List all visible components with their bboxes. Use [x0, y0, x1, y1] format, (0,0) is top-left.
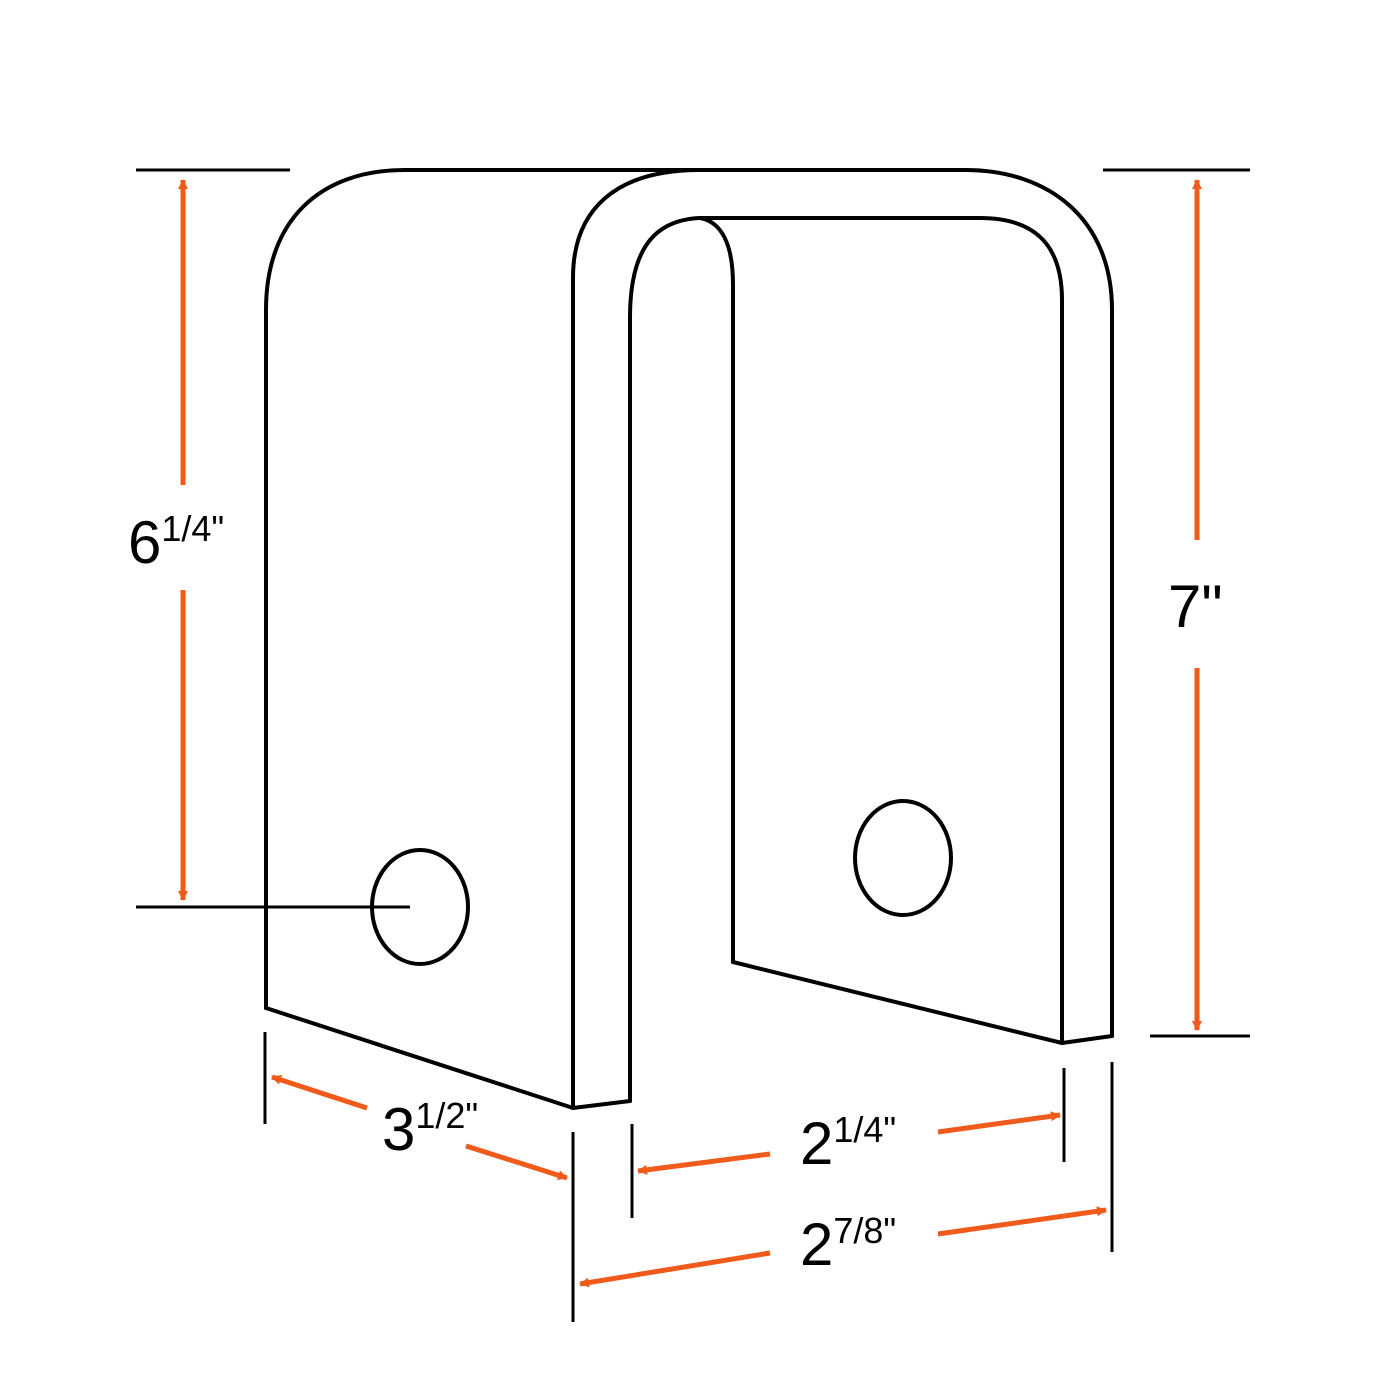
- bracket-outline: [264, 168, 1114, 1110]
- arrow-inner-left: [637, 1151, 771, 1175]
- bracket-left-arm-inner: [571, 168, 702, 1110]
- bracket-right-arm-bottom: [731, 960, 1114, 1045]
- arrow-inner-right: [937, 1111, 1061, 1135]
- extension-lines: [136, 168, 1250, 1322]
- label-inner-width: 21/4": [800, 1109, 896, 1177]
- bracket-left-arm-inner-back: [628, 216, 702, 1103]
- hole-right: [853, 799, 953, 917]
- bracket-right-arm-curve: [698, 216, 735, 964]
- label-outer-width: 27/8": [800, 1210, 896, 1278]
- bracket-inner-top: [698, 216, 1064, 1045]
- dimension-arrows: [178, 179, 1202, 1288]
- arrow-depth-left: [271, 1074, 368, 1111]
- arrow-outer-left: [579, 1250, 771, 1288]
- arrow-depth-right: [465, 1143, 568, 1181]
- label-left-height: 61/4": [128, 508, 224, 576]
- label-depth: 31/2": [382, 1095, 478, 1163]
- label-right-height: 7": [1168, 573, 1223, 640]
- arrow-outer-right: [937, 1206, 1107, 1237]
